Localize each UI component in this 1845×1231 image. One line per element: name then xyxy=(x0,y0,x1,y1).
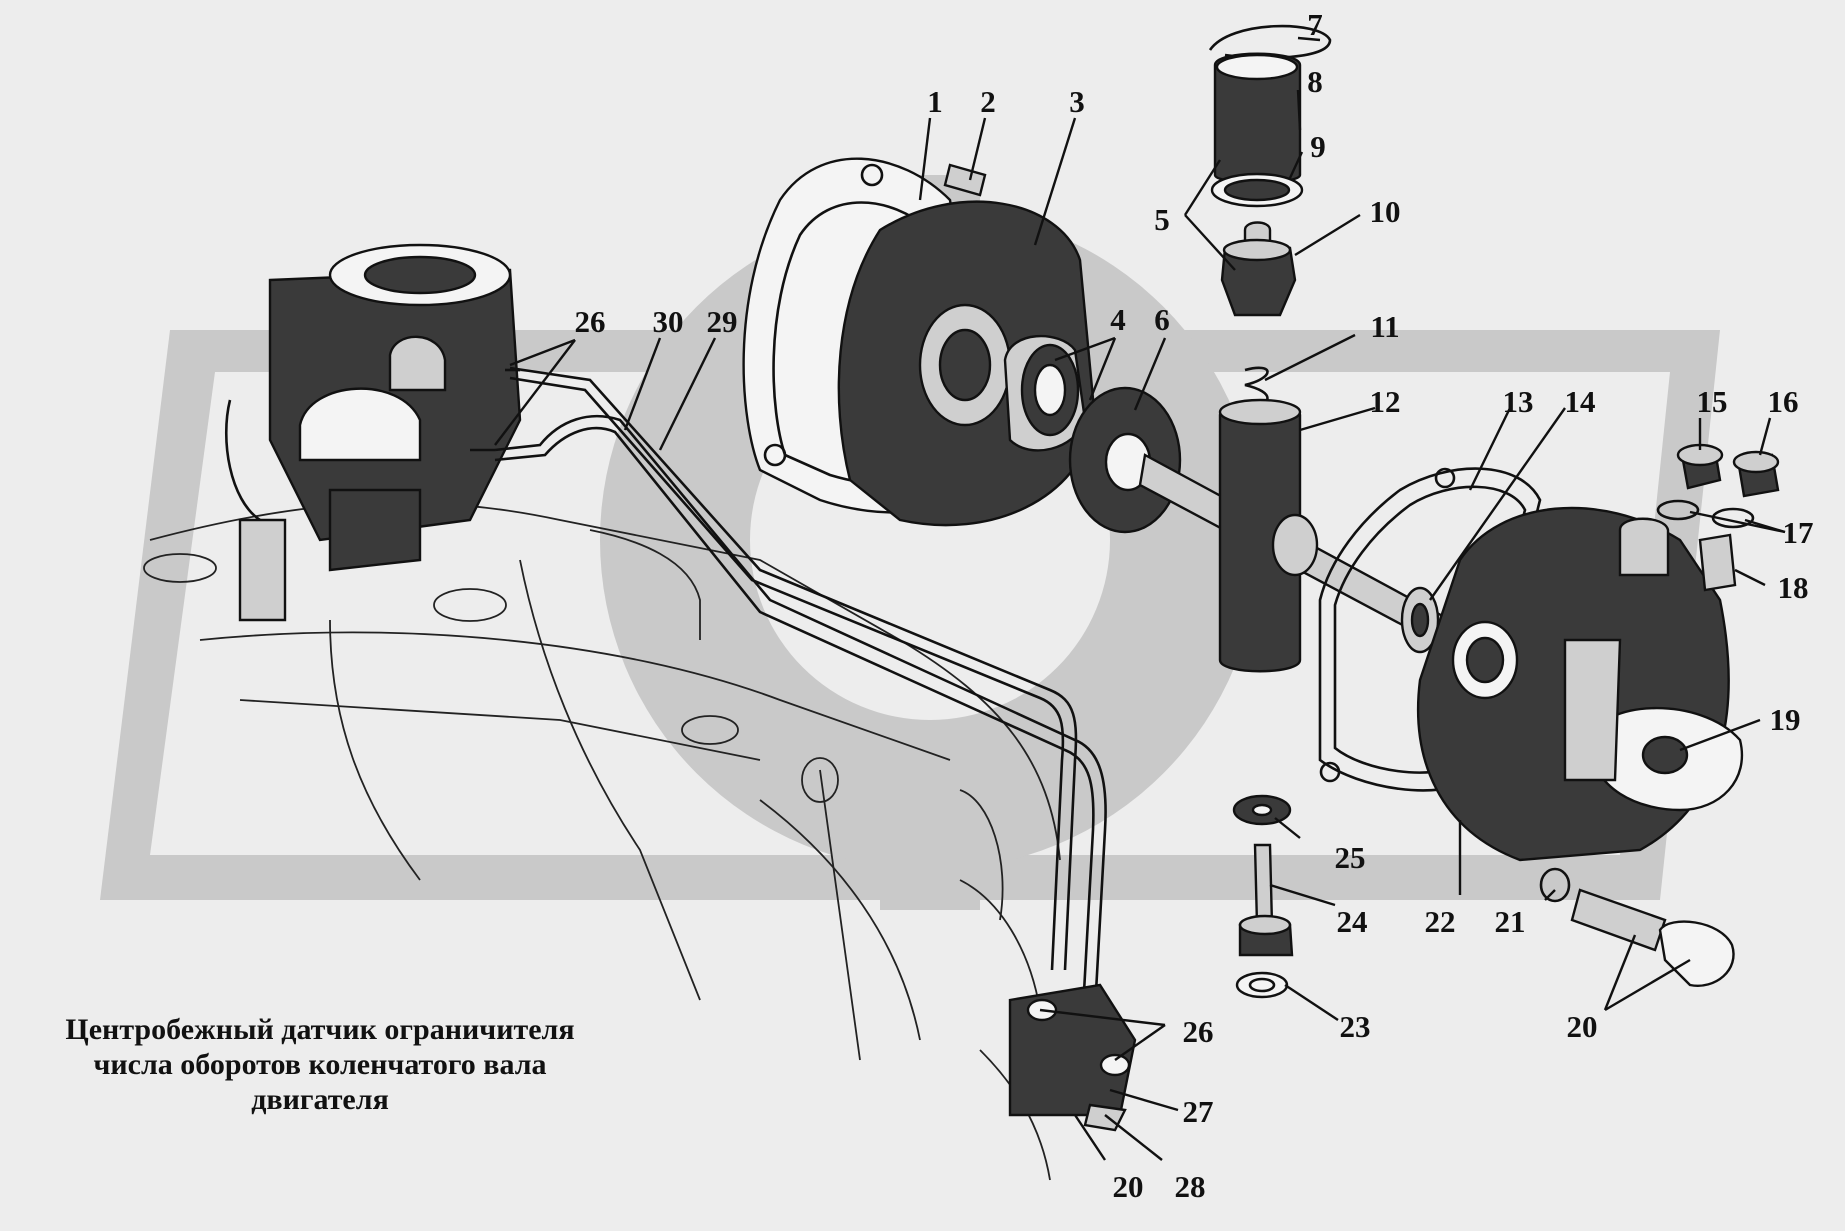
caption-line-2: числа оборотов коленчатого вала xyxy=(93,1048,547,1081)
callout-19: 19 xyxy=(1770,702,1801,737)
valve-assembly xyxy=(1208,24,1332,317)
callout-8: 8 xyxy=(1307,64,1323,99)
engine-block-outline xyxy=(143,501,1061,1181)
callout-27: 27 xyxy=(1183,1094,1214,1129)
callout-24: 24 xyxy=(1337,904,1368,939)
carburettor xyxy=(224,243,522,622)
screw-assembly xyxy=(1232,794,1294,999)
leader-lines xyxy=(494,36,1786,1161)
callout-7: 7 xyxy=(1307,7,1323,42)
callout-3: 3 xyxy=(1069,84,1085,119)
callout-23: 23 xyxy=(1340,1009,1371,1044)
callout-12: 12 xyxy=(1370,384,1401,419)
caption-line-1: Центробежный датчик ограничителя xyxy=(65,1013,575,1046)
cover-3 xyxy=(837,163,1097,527)
callout-16: 16 xyxy=(1768,384,1799,419)
ring-14 xyxy=(1400,586,1440,654)
callout-4: 4 xyxy=(1110,302,1126,337)
callout-13: 13 xyxy=(1503,384,1534,419)
lower-sensor-housing xyxy=(1008,983,1137,1132)
callout-28: 28 xyxy=(1175,1169,1206,1204)
callout-25: 25 xyxy=(1335,840,1366,875)
pipe-lines xyxy=(494,366,1107,1011)
callout-26-carburettor: 26 xyxy=(575,304,606,339)
callout-29: 29 xyxy=(707,304,738,339)
callout-6: 6 xyxy=(1154,302,1170,337)
callout-20-bolt: 20 xyxy=(1567,1009,1598,1044)
callout-labels: 1 2 3 4 5 6 7 8 9 10 11 12 13 14 15 16 1… xyxy=(575,7,1814,1204)
gasket-6 xyxy=(1068,386,1182,534)
callout-5: 5 xyxy=(1154,202,1170,237)
callout-1: 1 xyxy=(927,84,943,119)
callout-21: 21 xyxy=(1495,904,1526,939)
callout-11: 11 xyxy=(1370,309,1399,344)
housing-22 xyxy=(1416,506,1744,862)
callout-2: 2 xyxy=(980,84,996,119)
ring-21 xyxy=(1539,867,1571,903)
callout-10: 10 xyxy=(1370,194,1401,229)
callout-17: 17 xyxy=(1783,515,1814,550)
bolt-20 xyxy=(1570,888,1735,987)
callout-9: 9 xyxy=(1310,129,1326,164)
callout-14: 14 xyxy=(1565,384,1596,419)
callout-30: 30 xyxy=(653,304,684,339)
callout-18: 18 xyxy=(1778,570,1809,605)
callout-20-sensor: 20 xyxy=(1113,1169,1144,1204)
callout-22: 22 xyxy=(1425,904,1456,939)
diagram-caption: Центробежный датчик ограничителя числа о… xyxy=(0,1012,640,1117)
caption-line-3: двигателя xyxy=(251,1083,389,1116)
callout-15: 15 xyxy=(1697,384,1728,419)
callout-26-sensor: 26 xyxy=(1183,1014,1214,1049)
